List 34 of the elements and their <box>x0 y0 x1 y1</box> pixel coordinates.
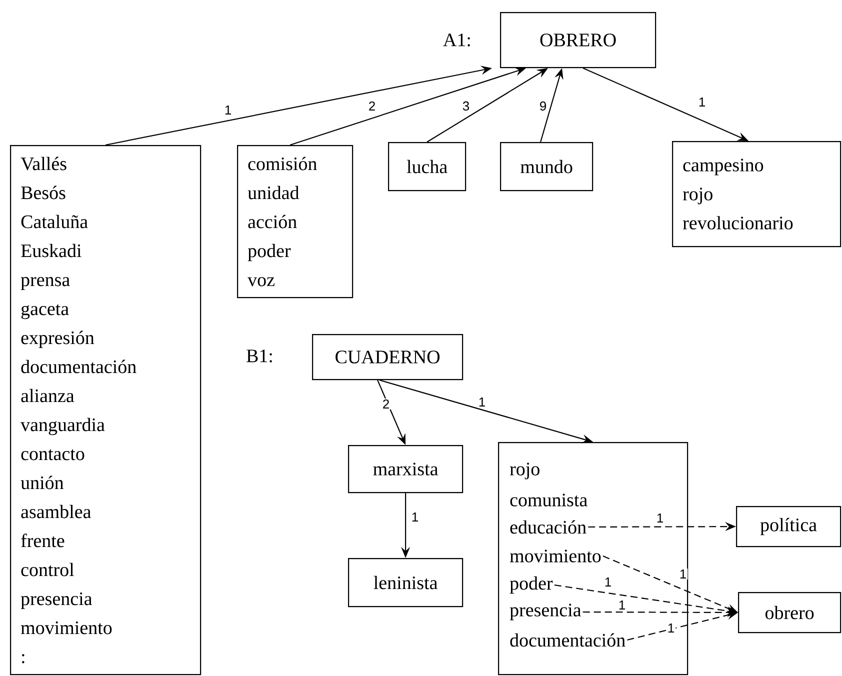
edge-label: 2 <box>381 398 391 410</box>
term-box: mundo <box>500 142 594 192</box>
edge-label: 1 <box>223 104 233 116</box>
edge-label: 3 <box>461 100 471 112</box>
term-text: educación <box>510 520 586 534</box>
edge-label: 1 <box>697 96 707 108</box>
edge-label: 1 <box>477 396 487 408</box>
term-text: rojo <box>510 462 540 480</box>
term-text: documentación <box>510 633 626 647</box>
edge-label: 1 <box>655 512 665 524</box>
term-text: poder <box>510 576 553 594</box>
term-box: CUADERNO <box>312 334 464 380</box>
edge-label: 1 <box>666 622 676 634</box>
word-list-box <box>498 442 688 676</box>
diagram-tag: A1: <box>443 34 470 46</box>
edge-label: 1 <box>410 512 420 522</box>
term-box: leninista <box>348 558 464 608</box>
term-text: presencia <box>510 604 582 620</box>
term-text: comunista <box>510 494 588 506</box>
term-text: movimiento <box>510 550 601 562</box>
term-box: OBRERO <box>500 12 656 68</box>
word-list-box: comisión unidad acción poder voz <box>237 145 354 298</box>
term-box: lucha <box>388 142 466 192</box>
edge-label: 2 <box>367 100 377 112</box>
word-list-box: Vallés Besós Cataluña Euskadi prensa gaceta expresión documentación alianza vanguardia contacto unión asamblea frente control presencia movimiento : <box>10 145 202 676</box>
diagram-tag: B1: <box>246 350 272 362</box>
edge-label: 1 <box>617 600 627 610</box>
edge-label: 1 <box>678 568 688 580</box>
term-box: política <box>736 506 842 548</box>
edge-label: 1 <box>603 576 613 588</box>
word-list-box: campesino rojo revolucionario <box>672 141 842 248</box>
edge-label: 9 <box>538 100 548 112</box>
term-box: marxista <box>348 445 464 494</box>
term-box: obrero <box>738 592 842 634</box>
